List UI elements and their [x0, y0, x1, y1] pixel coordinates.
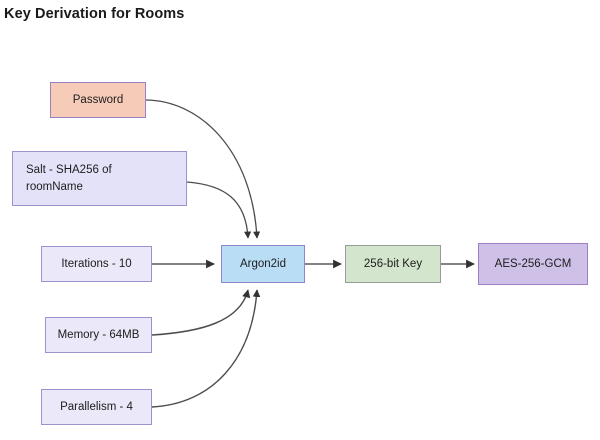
node-salt-label: Salt - SHA256 of roomName [26, 163, 112, 193]
node-parallelism-label: Parallelism - 4 [60, 400, 133, 413]
edge-parallelism-to-argon2id [151, 289, 261, 408]
node-aes-256-gcm-label: AES-256-GCM [494, 257, 572, 270]
node-argon2id-label: Argon2id [239, 257, 287, 270]
node-256bit-key-label: 256-bit Key [363, 257, 423, 270]
node-password[interactable]: Password [50, 82, 146, 118]
node-password-label: Password [72, 93, 124, 106]
node-salt[interactable]: Salt - SHA256 of roomName [12, 151, 187, 206]
page-title: Key Derivation for Rooms [4, 6, 185, 22]
edge-salt-to-argon2id [186, 181, 252, 239]
node-parallelism[interactable]: Parallelism - 4 [41, 389, 152, 425]
edge-memory-to-argon2id [151, 289, 251, 336]
node-memory[interactable]: Memory - 64MB [45, 317, 152, 353]
node-aes-256-gcm[interactable]: AES-256-GCM [478, 243, 588, 285]
node-iterations-label: Iterations - 10 [61, 257, 132, 270]
node-argon2id[interactable]: Argon2id [221, 245, 305, 283]
node-256bit-key[interactable]: 256-bit Key [345, 245, 441, 283]
node-memory-label: Memory - 64MB [57, 328, 140, 341]
node-iterations[interactable]: Iterations - 10 [41, 246, 152, 282]
